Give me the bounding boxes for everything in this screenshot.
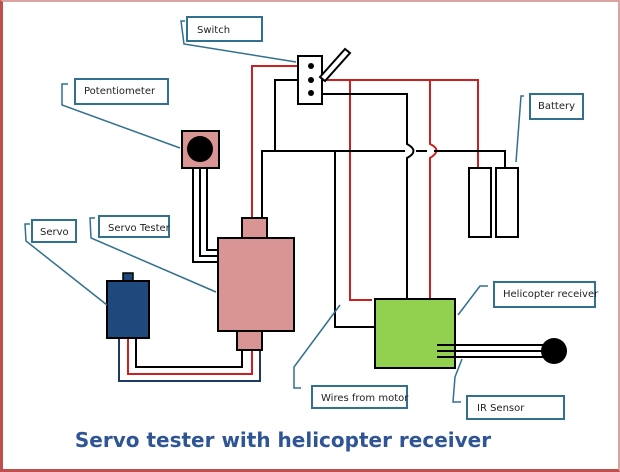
leader-servo-tester [89, 217, 217, 293]
wire-black-bus-right [416, 150, 506, 168]
leader-switch [180, 20, 297, 63]
switch-terminal-2 [308, 77, 314, 83]
callout-box-servo [31, 219, 77, 243]
callout-box-wires-from-motor [311, 385, 408, 409]
label-switch: Switch [197, 25, 230, 36]
servo-wire-black [135, 338, 243, 368]
leader-battery [515, 95, 524, 163]
leader-wires-from-motor [293, 304, 341, 389]
servo-wire-outer [118, 338, 261, 382]
wire-red-drop-1 [349, 80, 372, 301]
callout-box-battery [529, 93, 584, 120]
servo-shaft [122, 272, 134, 282]
wire-red-switch-top [322, 79, 479, 168]
switch-lever [318, 47, 352, 83]
wire-black-to-receiver [334, 151, 374, 328]
wire-red-drop-2 [429, 80, 438, 300]
callout-box-switch [186, 16, 263, 42]
battery-cell-2 [495, 167, 519, 238]
label-ir-sensor: IR Sensor [477, 403, 525, 414]
label-battery: Battery [538, 101, 575, 112]
switch-component [297, 47, 352, 105]
label-servo-tester: Servo Tester [108, 223, 171, 234]
label-servo: Servo [40, 227, 69, 238]
label-helicopter-receiver: Helicopter receiver [503, 289, 599, 300]
wire-black-bus [261, 150, 405, 218]
servo-tester-body [217, 237, 295, 332]
servo-body [106, 280, 150, 339]
leader-potentiometer [61, 83, 181, 149]
wire-red-switch-to-tester [251, 65, 311, 218]
servo-tester-component [217, 217, 295, 351]
label-wires-from-motor: Wires from motor [321, 393, 409, 404]
servo-wire-red [127, 338, 253, 375]
leader-ir-sensor [452, 358, 463, 403]
receiver-ir-pins [437, 344, 455, 358]
ir-sensor-component [541, 338, 567, 364]
leader-helicopter-receiver [457, 285, 488, 316]
potentiometer-knob [187, 136, 213, 162]
servo-tester-top-connector [241, 217, 268, 239]
callout-box-ir-sensor [466, 395, 565, 420]
diagram-title: Servo tester with helicopter receiver [75, 428, 491, 452]
wire-black-switch-bottom [311, 93, 415, 300]
callout-box-servo-tester [98, 215, 170, 238]
switch-terminal-1 [308, 63, 314, 69]
callout-box-potentiometer [74, 78, 169, 105]
label-potentiometer: Potentiometer [84, 86, 156, 97]
servo-tester-bottom-connector [236, 330, 263, 351]
potentiometer-component [181, 130, 220, 169]
servo-component [106, 272, 150, 339]
switch-terminal-3 [308, 90, 314, 96]
callout-box-helicopter-receiver [493, 281, 596, 308]
battery-component [468, 167, 519, 238]
leader-servo [24, 223, 108, 306]
battery-cell-1 [468, 167, 492, 238]
